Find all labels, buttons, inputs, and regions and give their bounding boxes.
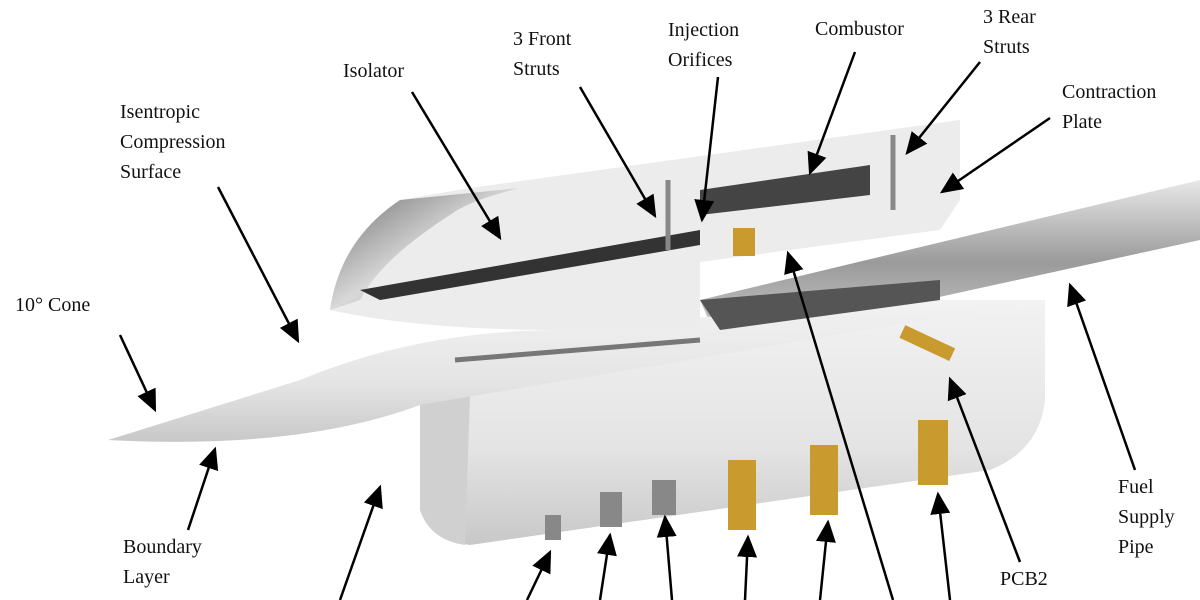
pcb2-sensor — [899, 325, 956, 362]
label-line: Layer — [123, 566, 170, 588]
label-fuel-supply-pipe: Fuel Supply Pipe — [1118, 472, 1175, 562]
label-contraction-plate: Contraction Plate — [1062, 77, 1156, 137]
label-line: Boundary — [123, 536, 202, 558]
label-line: Fuel — [1118, 476, 1154, 498]
label-line: Pipe — [1118, 536, 1154, 558]
lower-body — [420, 300, 1045, 545]
label-line: Contraction — [1062, 81, 1157, 103]
label-line: Compression — [120, 131, 226, 153]
label-line: Supply — [1118, 506, 1175, 528]
label-line: Surface — [120, 161, 182, 183]
label-combustor: Combustor — [815, 18, 904, 40]
cowl-lip — [420, 395, 470, 545]
label-line: Struts — [513, 58, 560, 80]
injector-brass — [733, 228, 755, 256]
central-rod — [454, 337, 701, 363]
label-line: Plate — [1062, 111, 1102, 133]
pressure-fittings — [545, 420, 948, 540]
label-rear-struts: 3 Rear Struts — [983, 2, 1036, 62]
label-isolator: Isolator — [343, 60, 405, 82]
label-boundary-layer-trip: Boundary Layer Trip — [123, 532, 202, 600]
label-cone: 10° Cone — [15, 294, 91, 316]
label-line: Isentropic — [120, 101, 200, 123]
label-line: Trip — [123, 592, 202, 600]
lower-channel — [700, 280, 940, 330]
label-line: Orifices — [668, 49, 733, 71]
label-line: Injection — [668, 19, 740, 41]
cone-forebody — [108, 300, 1045, 442]
label-pcb2: PCB2 — [1000, 568, 1048, 590]
isolator-channel — [360, 230, 700, 300]
label-front-struts: 3 Front Struts — [513, 24, 571, 84]
combustor-channel — [700, 165, 870, 215]
label-line: 3 Rear — [983, 6, 1036, 28]
leader-arrows — [118, 51, 1137, 600]
label-line: 3 Front — [513, 28, 572, 50]
label-injection-orifices: Injection Orifices — [668, 15, 739, 75]
label-compression-surface: Isentropic Compression Surface — [120, 97, 226, 187]
isolator-cowl — [330, 188, 520, 310]
label-line: Struts — [983, 36, 1030, 58]
